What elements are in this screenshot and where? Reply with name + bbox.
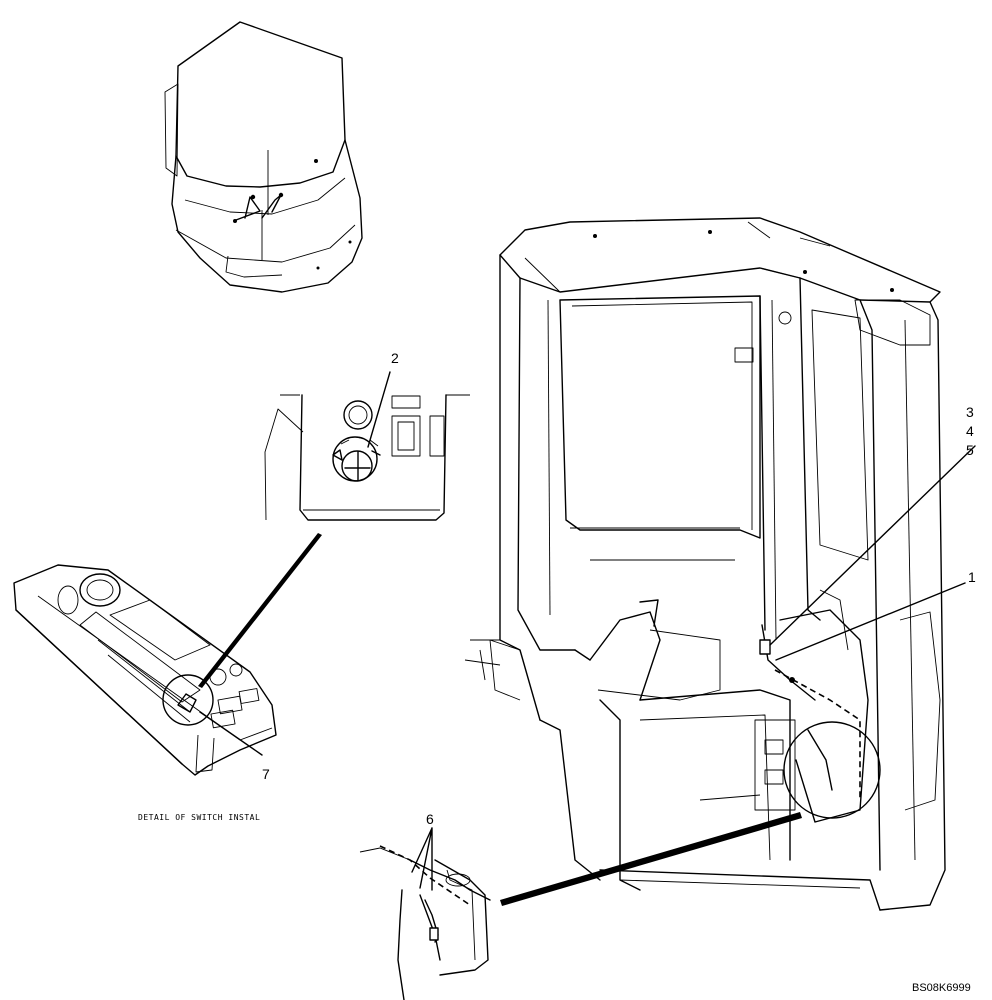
harness-leader-bar <box>500 812 802 906</box>
switch-console: 7 DETAIL OF SWITCH INSTAL <box>13 564 277 822</box>
harness-detail: 6 <box>359 811 491 1000</box>
drawing-code: BS08K6999 <box>912 982 971 994</box>
callout-7: 7 <box>262 766 270 782</box>
beacon-lamp <box>164 21 363 293</box>
callout-5: 5 <box>966 442 974 458</box>
operator-cab: 3 4 5 1 <box>464 217 976 911</box>
callout-1: 1 <box>968 569 976 585</box>
detail-leader-bar <box>198 533 322 688</box>
detail-caption: DETAIL OF SWITCH INSTAL <box>138 813 260 822</box>
callout-4: 4 <box>966 423 974 439</box>
callout-6: 6 <box>426 811 434 827</box>
switch-closeup: 2 <box>264 350 470 521</box>
callout-3: 3 <box>966 404 974 420</box>
callout-2: 2 <box>391 350 399 366</box>
